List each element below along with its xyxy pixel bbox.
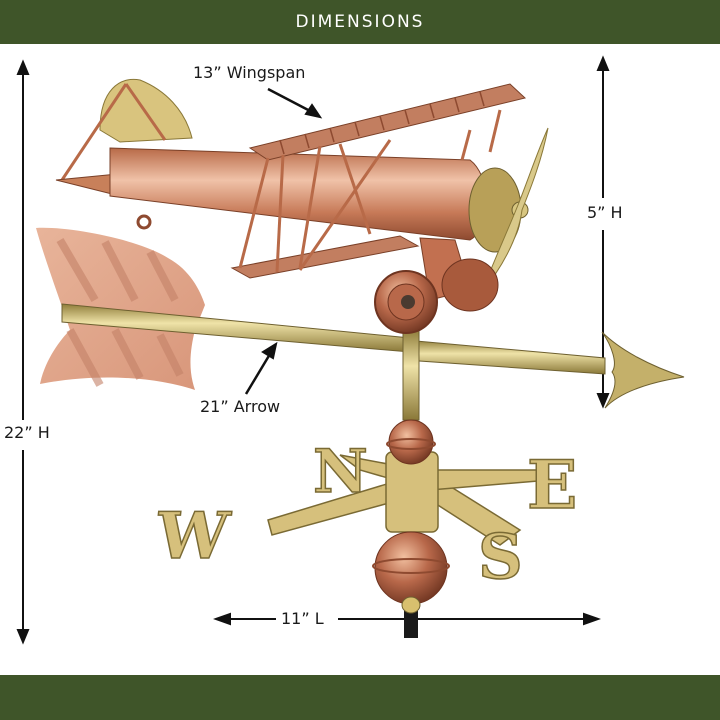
compass-letters: W N E S bbox=[151, 436, 578, 594]
plane-height-label: 5” H bbox=[584, 204, 626, 222]
arrow-shaft bbox=[61, 303, 685, 409]
svg-text:W: W bbox=[152, 499, 234, 574]
product-diagram: W N E S 13” Wingspan 5” H 21” Arrow 22” … bbox=[0, 44, 720, 675]
wingspan-label: 13” Wingspan bbox=[190, 64, 309, 82]
svg-text:N: N bbox=[313, 437, 368, 507]
total-height-label: 22” H bbox=[1, 424, 53, 442]
dimension-lines bbox=[16, 55, 610, 645]
arrow-length-label: 21” Arrow bbox=[197, 398, 284, 416]
svg-text:S: S bbox=[478, 520, 523, 593]
header-banner: DIMENSIONS bbox=[0, 0, 720, 44]
finials bbox=[372, 419, 450, 614]
svg-text:E: E bbox=[527, 446, 577, 524]
arrow-feather bbox=[36, 227, 205, 390]
footer-banner bbox=[0, 675, 720, 720]
biplane bbox=[55, 78, 549, 334]
length-label: 11” L bbox=[281, 609, 324, 628]
weathervane-illustration: W N E S bbox=[16, 55, 685, 645]
vane-post bbox=[402, 329, 420, 421]
header-title: DIMENSIONS bbox=[295, 12, 425, 32]
compass-directionals bbox=[267, 451, 552, 546]
